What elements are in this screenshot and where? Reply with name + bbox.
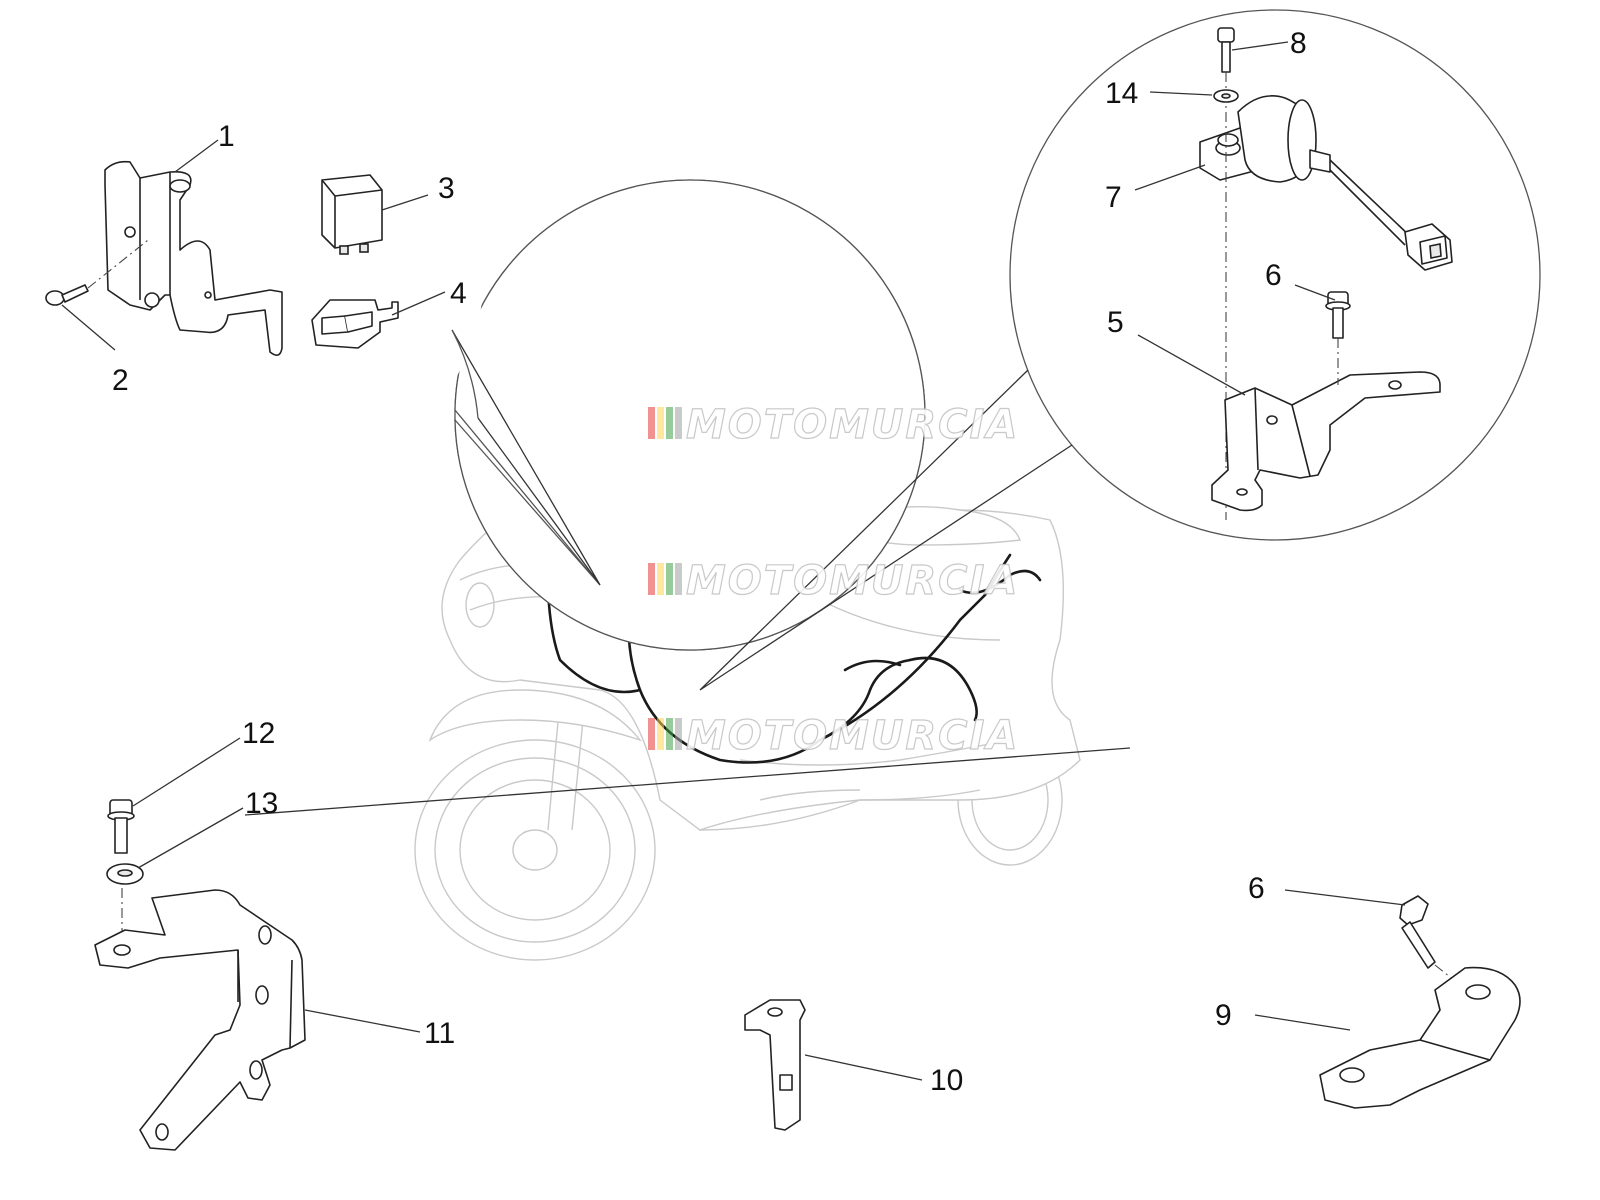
callout-4: 4 [450, 277, 467, 310]
part-2-screw [45, 239, 149, 306]
callout-6-lower: 6 [1248, 872, 1265, 905]
part-6-bolt-lower [1399, 895, 1461, 986]
callout-3: 3 [438, 172, 455, 205]
watermark-text: MOTOMURCIA [686, 713, 1019, 759]
watermark-3: MOTOMURCIA [648, 712, 1019, 760]
watermark-1: MOTOMURCIA [648, 401, 1019, 449]
part-8-bolt [1217, 27, 1235, 520]
part-7-sensor [1199, 95, 1453, 271]
part-11-bracket [94, 889, 306, 1151]
callout-1: 1 [218, 120, 235, 153]
callout-5: 5 [1107, 306, 1124, 339]
part-9-bracket [1319, 966, 1521, 1109]
callout-13: 13 [245, 787, 278, 820]
detail-bubble-right [699, 9, 1541, 691]
detail-bubble-left [15, 30, 926, 651]
callout-9: 9 [1215, 999, 1232, 1032]
callout-8: 8 [1290, 27, 1307, 60]
part-10-clip [744, 999, 806, 1131]
part-3-relay [321, 174, 383, 255]
callout-6-upper: 6 [1265, 259, 1282, 292]
callout-labels: 1 2 3 4 5 6 6 7 8 9 10 11 12 13 14 [112, 27, 1307, 1097]
part-1-bracket [104, 160, 283, 356]
watermark-text: MOTOMURCIA [686, 558, 1019, 604]
watermark-2: MOTOMURCIA [648, 557, 1019, 605]
leader-lines [61, 41, 1406, 1081]
part-4-relay-holder [311, 299, 399, 349]
callout-14: 14 [1105, 77, 1138, 110]
watermark-text: MOTOMURCIA [686, 402, 1019, 448]
part-12-bolt [107, 799, 135, 854]
callout-10: 10 [930, 1064, 963, 1097]
part-13-washer [106, 863, 144, 950]
callout-12: 12 [242, 717, 275, 750]
part-5-bracket [1211, 338, 1441, 512]
callout-7: 7 [1105, 181, 1122, 214]
callout-2: 2 [112, 364, 129, 397]
callout-11: 11 [424, 1017, 455, 1050]
part-14-washer [1213, 89, 1239, 103]
